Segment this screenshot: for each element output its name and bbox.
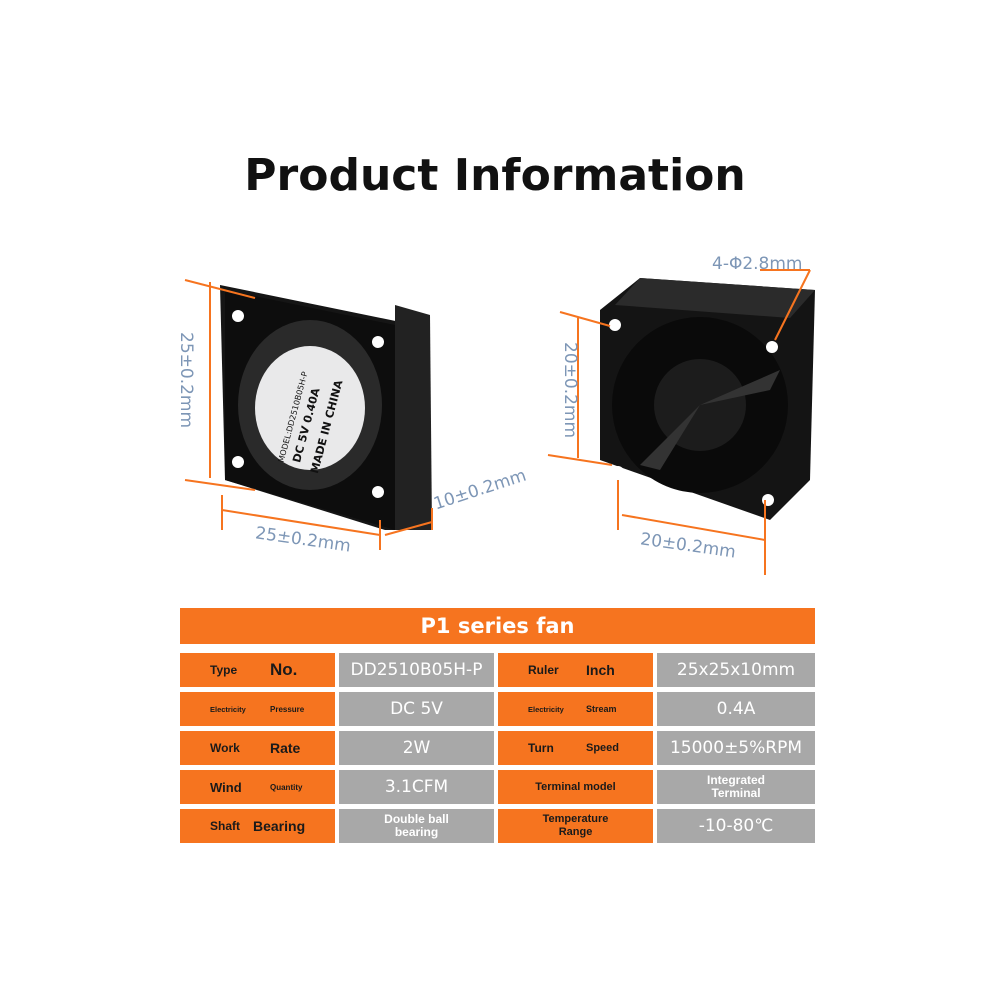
page-title: Product Information [244,150,746,201]
label-part-b: Pressure [270,704,305,714]
label-ruler-inch: Ruler Inch [498,653,653,687]
label-part-a: Type [210,663,238,677]
value-text: DC 5V [390,699,443,719]
fan-right-image [547,269,815,575]
value-text: 3.1CFM [384,777,449,797]
fan-left-image: MODEL:DD2510B05H-P DC 5V 0.40A MADE IN C… [184,279,433,550]
value-terminal: Integrated Terminal [657,770,815,804]
label-part-b: Rate [270,740,301,756]
label-part-b: Bearing [253,818,306,834]
value-text: Double ball bearing [384,812,449,839]
label-part-b: Speed [586,742,620,754]
value-speed: 15000±5%RPM [657,731,815,765]
value-voltage: DC 5V [339,692,494,726]
value-current: 0.4A [657,692,815,726]
value-text: -10-80℃ [698,816,774,836]
label-temperature-range: Temperature Range [498,809,653,843]
table-row: Wind Quantity 3.1CFM Terminal model Inte… [180,770,815,804]
value-text: 15000±5%RPM [669,738,803,758]
label-text: Terminal model [535,780,616,793]
dimension-left-height: 25±0.2mm [176,332,196,429]
table-header: P1 series fan [180,608,815,644]
label-part-a: Electricity [528,704,564,714]
label-part-a: Work [210,741,240,755]
label-terminal-model: Terminal model [498,770,653,804]
value-text: 0.4A [716,699,756,719]
spec-table: P1 series fan Type No. DD2510B05H-P Rule… [180,608,815,848]
label-part-b: Quantity [270,782,303,792]
table-row: Type No. DD2510B05H-P Ruler Inch 25x25x1… [180,653,815,687]
label-work-rate: Work Rate [180,731,335,765]
label-part-a: Electricity [210,704,246,714]
label-turn-speed: Turn Speed [498,731,653,765]
value-text: 25x25x10mm [676,660,796,680]
label-electricity-stream: Electricity Stream [498,692,653,726]
label-electricity-pressure: Electricity Pressure [180,692,335,726]
label-part-a: Turn [528,741,554,755]
label-wind-quantity: Wind Quantity [180,770,335,804]
value-bearing: Double ball bearing [339,809,494,843]
label-part-b: No. [270,660,298,679]
value-size: 25x25x10mm [657,653,815,687]
label-part-b: Stream [586,704,617,714]
label-part-b: Inch [586,662,615,678]
label-text: Temperature Range [542,813,609,838]
value-text: Integrated Terminal [706,773,765,800]
value-text: DD2510B05H-P [350,660,483,680]
value-temperature: -10-80℃ [657,809,815,843]
table-row: Shaft Bearing Double ball bearing Temper… [180,809,815,843]
label-type-no: Type No. [180,653,335,687]
value-model-number: DD2510B05H-P [339,653,494,687]
table-row: Work Rate 2W Turn Speed 15000±5%RPM [180,731,815,765]
dimension-right-hole: 4-Φ2.8mm [712,254,803,274]
label-part-a: Shaft [210,819,240,833]
value-power: 2W [339,731,494,765]
fan-illustrations: MODEL:DD2510B05H-P DC 5V 0.40A MADE IN C… [184,269,815,575]
value-text: 2W [402,738,431,758]
label-part-a: Wind [210,779,242,795]
dimension-right-height: 20±0.2mm [560,342,580,439]
label-shaft-bearing: Shaft Bearing [180,809,335,843]
value-airflow: 3.1CFM [339,770,494,804]
table-row: Electricity Pressure DC 5V Electricity S… [180,692,815,726]
label-part-a: Ruler [528,663,559,677]
